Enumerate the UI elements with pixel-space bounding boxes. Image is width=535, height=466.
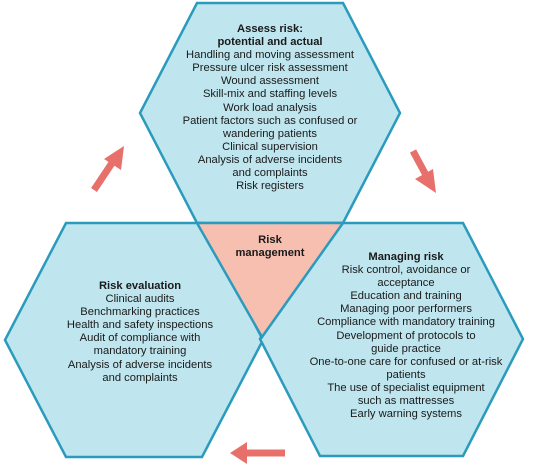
- managing-risk-item: such as mattresses: [357, 395, 455, 408]
- assess-risk-item: and complaints: [232, 167, 308, 180]
- assess-risk-subtitle: potential and actual: [217, 36, 323, 49]
- arrow-up-right: [91, 146, 124, 192]
- managing-risk-item: Early warning systems: [350, 408, 462, 421]
- risk-evaluation-item: Benchmarking practices: [80, 306, 200, 319]
- managing-risk-item: Risk control, avoidance or: [341, 264, 471, 277]
- assess-risk-item: Skill-mix and staffing levels: [202, 88, 338, 101]
- risk-evaluation-item: Analysis of adverse incidents: [67, 358, 213, 371]
- managing-risk-item: Compliance with mandatory training: [317, 316, 495, 329]
- assess-risk-item: Analysis of adverse incidents: [197, 153, 343, 166]
- assess-risk-panel: Assess risk: potential and actual Handli…: [155, 23, 385, 193]
- risk-evaluation-item: mandatory training: [93, 345, 187, 358]
- managing-risk-item: One-to-one care for confused or at-risk: [309, 355, 503, 368]
- risk-evaluation-panel: Risk evaluation Clinical audits Benchmar…: [40, 280, 240, 385]
- risk-evaluation-item: Audit of compliance with: [79, 332, 201, 345]
- risk-evaluation-item: Health and safety inspections: [66, 319, 214, 332]
- assess-risk-item: wandering patients: [223, 127, 317, 140]
- arrow-left: [230, 442, 285, 464]
- risk-evaluation-item: and complaints: [102, 371, 178, 384]
- managing-risk-title: Managing risk: [368, 251, 444, 263]
- managing-risk-item: Education and training: [350, 290, 462, 303]
- assess-risk-item: Risk registers: [236, 180, 304, 193]
- risk-management-triangle: [194, 221, 346, 340]
- risk-evaluation-item: Clinical audits: [105, 293, 175, 306]
- managing-risk-item: The use of specialist equipment: [327, 381, 485, 394]
- assess-risk-item: Work load analysis: [223, 101, 317, 114]
- assess-risk-item: Patient factors such as confused or: [182, 114, 358, 127]
- risk-evaluation-title: Risk evaluation: [98, 280, 182, 292]
- assess-risk-item: Clinical supervision: [222, 140, 318, 153]
- managing-risk-item: Development of protocols to: [336, 329, 476, 342]
- managing-risk-item: acceptance: [377, 277, 435, 290]
- managing-risk-item: guide practice: [371, 342, 441, 355]
- managing-risk-hexagon: [258, 221, 525, 458]
- assess-risk-title: Assess risk:: [237, 23, 303, 35]
- center-label-line: management: [235, 247, 305, 260]
- managing-risk-panel: Managing risk Risk control, avoidance or…: [290, 251, 522, 421]
- managing-risk-item: patients: [386, 368, 426, 381]
- assess-risk-item: Handling and moving assessment: [186, 49, 354, 62]
- assess-risk-item: Wound assessment: [220, 75, 320, 88]
- center-label-line: Risk: [258, 234, 282, 246]
- risk-management-label: Risk management: [220, 234, 320, 260]
- arrow-down-right: [409, 149, 436, 193]
- assess-risk-item: Pressure ulcer risk assessment: [192, 62, 348, 75]
- managing-risk-item: Managing poor performers: [340, 303, 472, 316]
